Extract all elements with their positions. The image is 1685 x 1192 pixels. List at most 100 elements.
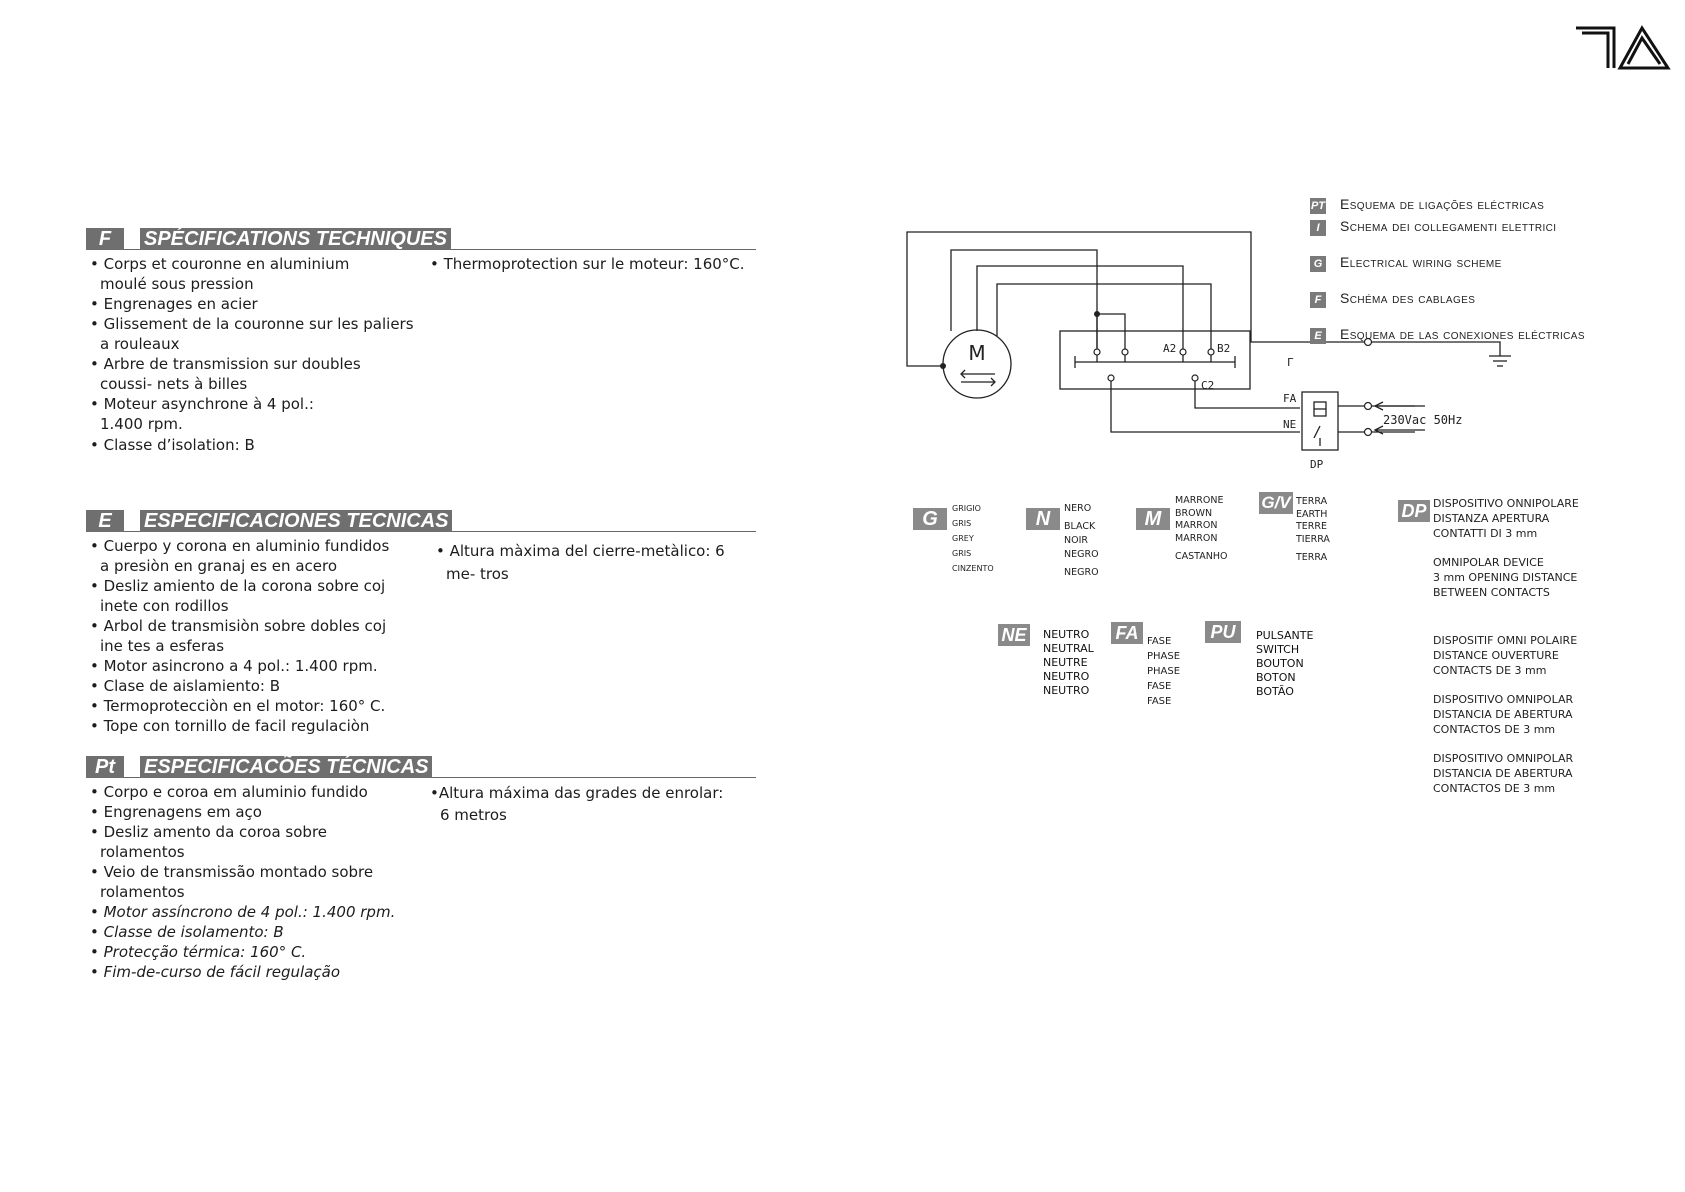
section-tag: E	[86, 510, 124, 532]
dp-line: CONTATTI DI 3 mm	[1433, 527, 1538, 540]
spec-item: • Engrenages en acier	[90, 295, 258, 313]
spec-item: • Arbol de transmisiòn sobre dobles coj …	[90, 617, 387, 655]
spec-item: • Classe d’isolation: B	[90, 436, 255, 454]
dp-line: CONTACTS DE 3 mm	[1433, 664, 1547, 677]
legend-item: FASE	[1147, 636, 1172, 647]
lang-tag: PT	[1310, 198, 1326, 214]
legend-item: NEUTRE	[1043, 656, 1088, 669]
dp-line: DISPOSITIVO ONNIPOLARE	[1433, 497, 1579, 510]
section-tag: F	[86, 228, 124, 250]
legend-item: NEGRO	[1064, 549, 1099, 560]
dp-block: DISPOSITIF OMNI POLAIRE DISTANCE OUVERTU…	[1433, 633, 1577, 678]
legend-item: PHASE	[1147, 651, 1181, 662]
legend-gv-tag: G/V	[1259, 492, 1293, 514]
section-tag: Pt	[86, 756, 124, 778]
scheme-text: Esquema de las conexiones eléctricas	[1340, 326, 1585, 342]
legend-item: NEUTRAL	[1043, 642, 1094, 655]
legend-n-list: NERO BLACK NOIR NEGRO NEGRO	[1064, 502, 1099, 580]
legend-item: BLACK	[1064, 521, 1096, 532]
wiring-diagram: M A2 B2 C2 Γ FA NE DP 230Vac 50Hz	[906, 231, 1511, 471]
legend-item: PULSANTE	[1256, 629, 1314, 642]
legend-gv-list: TERRA EARTH TERRE TIERRA TERRA	[1296, 496, 1330, 565]
earth-label: Γ	[1287, 356, 1294, 369]
legend-g-list: GRIGIO GRIS GREY GRIS CINZENTO	[952, 501, 994, 576]
dp-block: DISPOSITIVO ONNIPOLARE DISTANZA APERTURA…	[1433, 496, 1579, 541]
spec-item: • Altura màxima del cierre-metàlico: 6 m…	[436, 542, 725, 583]
dp-line: DISTANCIA DE ABERTURA	[1433, 767, 1573, 780]
dp-line: DISPOSITIVO OMNIPOLAR	[1433, 752, 1574, 765]
scheme-titles: PT Esquema de ligações eléctricas I Sche…	[1310, 196, 1670, 346]
legend-item: TERRA	[1296, 552, 1328, 563]
spec-item: • Moteur asynchrone à 4 pol.: 1.400 rpm.	[90, 395, 314, 433]
terminal-b2-label: B2	[1217, 342, 1230, 355]
spec-item: • Tope con tornillo de facil regulaciòn	[90, 717, 370, 735]
legend-item: NEUTRO	[1043, 628, 1090, 641]
scheme-text: Esquema de ligações eléctricas	[1340, 196, 1545, 212]
dp-line: DISTANCE OUVERTURE	[1433, 649, 1559, 662]
legend-item: BOUTON	[1256, 657, 1304, 670]
spec-item: • Clase de aislamiento: B	[90, 677, 280, 695]
spec-item: • Corpo e coroa em aluminio fundido	[90, 783, 368, 801]
legend-item: SWITCH	[1256, 643, 1300, 656]
dp-line: DISTANZA APERTURA	[1433, 512, 1550, 525]
dp-line: CONTACTOS DE 3 mm	[1433, 723, 1556, 736]
scheme-text: Schéma des cablages	[1340, 290, 1476, 306]
dp-line: DISPOSITIVO OMNIPOLAR	[1433, 693, 1574, 706]
spec-item: • Arbre de transmission sur doubles cous…	[90, 355, 361, 393]
motor-label: M	[968, 341, 985, 365]
legend-item: NERO	[1064, 503, 1092, 514]
legend-ne-tag: NE	[998, 624, 1030, 646]
section-title: ESPECIFICACIONES TECNICAS	[140, 510, 453, 532]
scheme-text: Electrical wiring scheme	[1340, 254, 1502, 270]
legend-item: NEUTRO	[1043, 684, 1090, 697]
spec-item: • Glissement de la couronne sur les pali…	[90, 315, 414, 353]
spec-item: • Thermoprotection sur le moteur: 160°C.	[430, 255, 745, 273]
fa-label: FA	[1283, 392, 1297, 405]
legend-item: EARTH	[1296, 508, 1328, 520]
legend-item: GRIS	[952, 519, 972, 528]
lang-tag: E	[1310, 328, 1326, 344]
dp-line: BETWEEN CONTACTS	[1433, 586, 1550, 599]
legend-n-tag: N	[1026, 508, 1060, 530]
legend-item: FASE	[1147, 681, 1172, 692]
spec-item: • Cuerpo y corona en aluminio fundidos a…	[90, 537, 390, 575]
scheme-text: Schema dei collegamenti elettrici	[1340, 218, 1557, 234]
legend-item: PHASE	[1147, 666, 1181, 677]
dp-line: DISTANCIA DE ABERTURA	[1433, 708, 1573, 721]
legend-item: NEGRO	[1064, 567, 1099, 578]
legend-item: BOTÃO	[1256, 685, 1294, 698]
lang-tag: G	[1310, 256, 1326, 272]
spec-item: • Desliz amento da coroa sobre rolamento…	[90, 823, 328, 861]
section-header: Pt ESPECIFICACÕES TÉCNICAS	[86, 756, 756, 778]
dp-line: 3 mm OPENING DISTANCE	[1433, 571, 1578, 584]
section-title: SPÉCIFICATIONS TECHNIQUES	[140, 228, 451, 250]
legend-dp-tag: DP	[1398, 500, 1430, 522]
spec-item: •Altura máxima das grades de enrolar: 6 …	[430, 784, 724, 824]
spec-item: • Protecção térmica: 160° C.	[90, 943, 307, 961]
dp-block: OMNIPOLAR DEVICE 3 mm OPENING DISTANCE B…	[1433, 555, 1577, 600]
spec-item: • Classe de isolamento: B	[90, 923, 284, 941]
terminal-a2-label: A2	[1163, 342, 1176, 355]
legend-item: MARRONE	[1175, 495, 1224, 506]
spec-item: • Engrenagens em aço	[90, 803, 262, 821]
legend-item: BROWN	[1175, 507, 1213, 519]
ne-label: NE	[1283, 418, 1296, 431]
spec-item: • Desliz amiento de la corona sobre coj …	[90, 577, 386, 615]
supply-label: 230Vac 50Hz	[1383, 413, 1462, 427]
legend-fa-list: FASE PHASE PHASE FASE FASE	[1147, 634, 1180, 709]
section-header: E ESPECIFICACIONES TECNICAS	[86, 510, 756, 532]
legend-item: BOTON	[1256, 671, 1296, 684]
ta-logo-icon	[1576, 25, 1671, 70]
legend-item: CASTANHO	[1175, 551, 1228, 562]
legend-item: TIERRA	[1296, 533, 1330, 545]
spec-item: • Motor assíncrono de 4 pol.: 1.400 rpm.	[90, 903, 396, 921]
lang-tag: F	[1310, 292, 1326, 308]
dp-line: OMNIPOLAR DEVICE	[1433, 556, 1544, 569]
legend-item: MARRON	[1175, 532, 1218, 544]
legend-m-list: MARRONE BROWN MARRON MARRON CASTANHO	[1175, 495, 1227, 564]
dp-label: DP	[1310, 458, 1324, 471]
spec-item: • Veio de transmissão montado sobre rola…	[90, 863, 374, 901]
legend-pu-tag: PU	[1205, 621, 1241, 643]
spec-item: • Termoprotecciòn en el motor: 160° C.	[90, 697, 386, 715]
legend-item: TERRE	[1296, 521, 1328, 532]
